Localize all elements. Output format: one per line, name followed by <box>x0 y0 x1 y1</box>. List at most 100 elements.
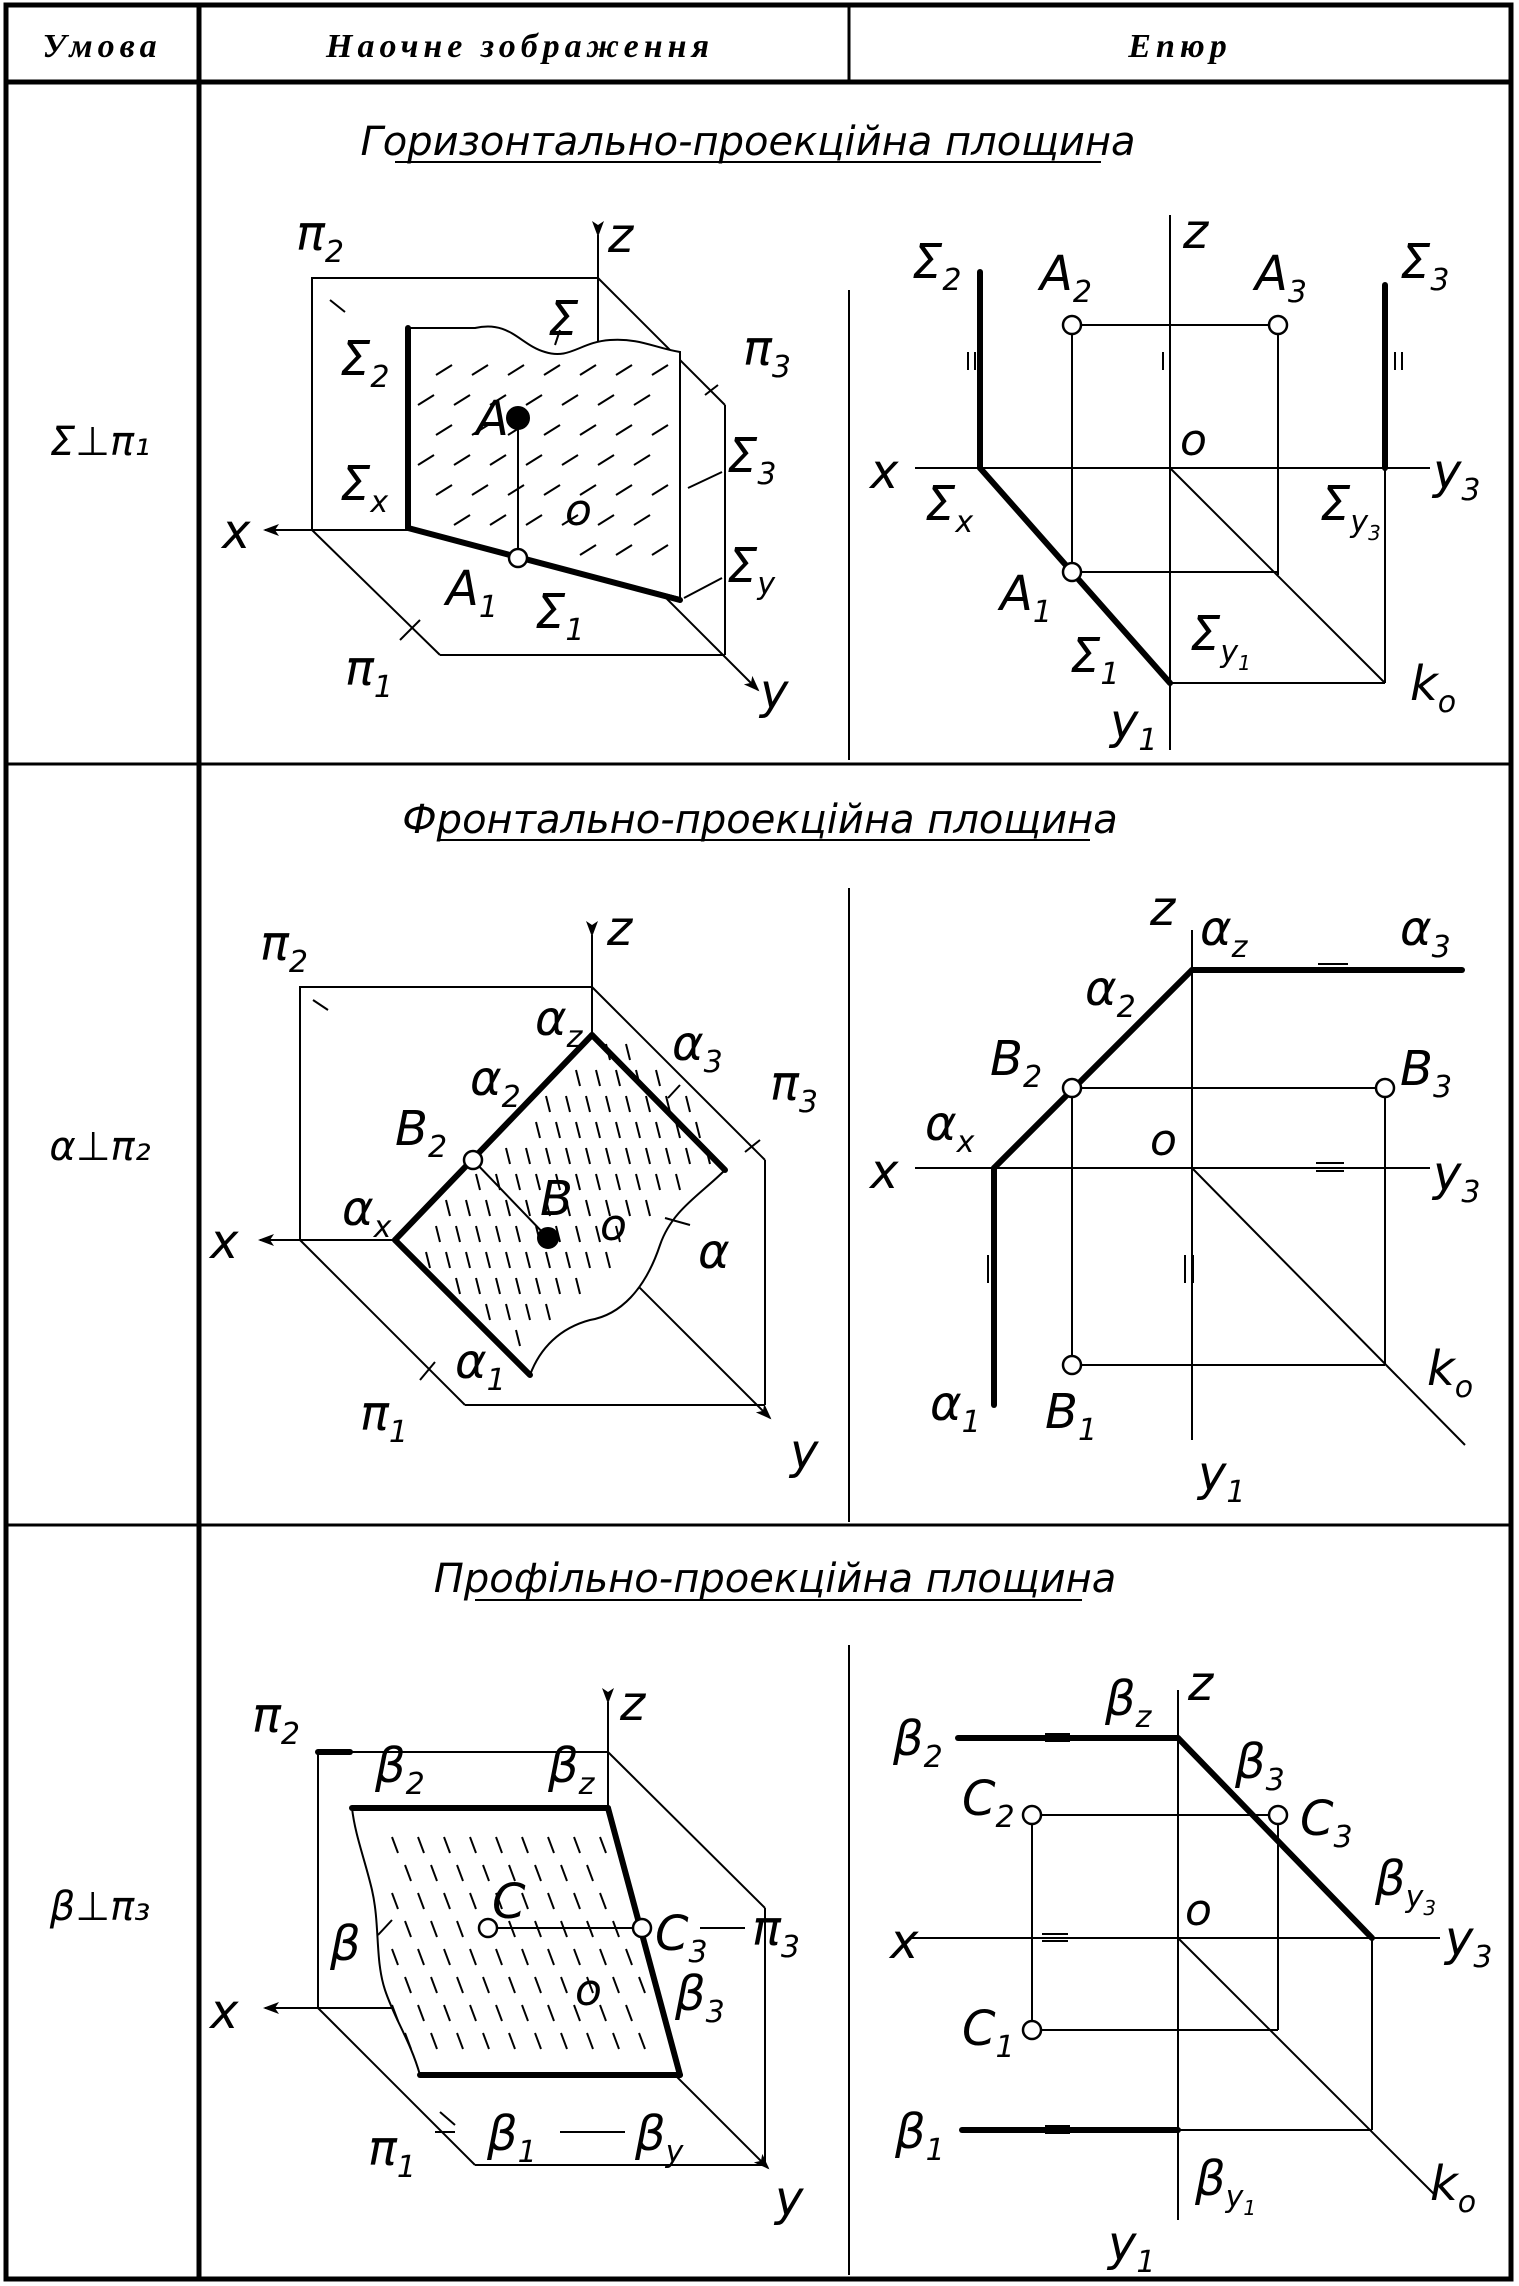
row1-title: Горизонтально-проекційна площина <box>360 119 1135 165</box>
hatch-stroke <box>521 1948 529 1966</box>
hatch-stroke <box>489 454 507 466</box>
label-sigmay: Σy <box>727 538 776 602</box>
hatch-stroke <box>625 1199 631 1217</box>
hatch-stroke <box>561 454 579 466</box>
hatch-stroke <box>391 1948 399 1966</box>
row2-condition: α⊥π₂ <box>49 1124 150 1170</box>
hatch-stroke <box>495 1892 503 1910</box>
hatch-stroke <box>495 2004 503 2022</box>
row3-title: Профільно-проекційна площина <box>434 1556 1116 1602</box>
label-y: y <box>773 2171 804 2227</box>
epure-C3: C3 <box>1300 1791 1353 1855</box>
epure-z: z <box>1187 1656 1215 1712</box>
hatch-stroke <box>430 2032 438 2050</box>
epure-b3: β3 <box>1234 1734 1285 1798</box>
hatch-stroke <box>417 454 435 466</box>
hatch-stroke <box>685 1147 691 1165</box>
hatch-stroke <box>575 1277 581 1295</box>
hatch-stroke <box>599 2004 607 2022</box>
row1-hatching <box>417 364 669 556</box>
hatch-stroke <box>645 1199 651 1217</box>
hatch-stroke <box>485 1199 491 1217</box>
hatch-stroke <box>543 484 561 496</box>
label-sigma: Σ <box>548 291 579 347</box>
label-o: o <box>565 485 592 536</box>
epure-a2: α2 <box>1085 961 1136 1025</box>
label-y: y <box>758 664 789 720</box>
hatch-stroke <box>495 1225 501 1243</box>
hatch-stroke <box>521 1892 529 1910</box>
hatch-stroke <box>475 1173 481 1191</box>
hatch-stroke <box>615 484 633 496</box>
hatch-stroke <box>655 1069 661 1087</box>
hatch-stroke <box>515 1173 521 1191</box>
hatch-stroke <box>547 1948 555 1966</box>
hatch-stroke <box>638 1976 646 1994</box>
hatch-stroke <box>515 1277 521 1295</box>
hatch-stroke <box>560 2032 568 2050</box>
label-pi2: π2 <box>252 1688 300 1752</box>
hatch-stroke <box>435 484 453 496</box>
hatch-stroke <box>505 1251 511 1269</box>
epure-a3: α3 <box>1400 901 1451 965</box>
label-a3: α3 <box>672 1016 723 1080</box>
hatch-stroke <box>615 1121 621 1139</box>
label-b1: β1 <box>486 2106 537 2170</box>
epure-s1: Σ1 <box>1070 628 1119 692</box>
hatch-stroke <box>508 2032 516 2050</box>
hatch-stroke <box>469 2004 477 2022</box>
hatch-stroke <box>534 1976 542 1994</box>
label-sigma3: Σ3 <box>727 428 776 492</box>
hatch-stroke <box>525 454 543 466</box>
hatch-stroke <box>465 1199 471 1217</box>
hatch-stroke <box>525 394 543 406</box>
hatch-stroke <box>525 1303 531 1321</box>
epure-sy3: Σy3 <box>1320 476 1381 545</box>
hatch-stroke <box>525 1251 531 1269</box>
row3-visual: z x y o π2 π1 π3 β2 βz β C C3 β3 β1 βy <box>208 1676 804 2227</box>
hatch-stroke <box>534 2032 542 2050</box>
label-pi2: π2 <box>296 206 344 270</box>
epure-b2: β2 <box>892 1711 943 1775</box>
label-pi3: π3 <box>770 1056 818 1120</box>
hatch-stroke <box>435 1225 441 1243</box>
epure-o: o <box>1185 1885 1212 1936</box>
hatch-stroke <box>547 1836 555 1854</box>
hatch-stroke <box>651 364 669 376</box>
point-A3 <box>1267 314 1289 336</box>
hatch-stroke <box>417 2004 425 2022</box>
epure-A2: A2 <box>1037 246 1092 310</box>
epure-k0: ko <box>1410 656 1456 720</box>
hatch-stroke <box>469 1892 477 1910</box>
point-B2-epure <box>1061 1077 1083 1099</box>
epure-sx: Σx <box>925 476 973 540</box>
point-C1 <box>1021 2019 1043 2041</box>
hatch-stroke <box>469 1948 477 1966</box>
row2-title: Фронтально-проекційна площина <box>402 797 1118 843</box>
row3-epure: z x o y3 y1 ko β2 βz β3 C2 C3 βy3 C1 β1 … <box>888 1656 1493 2280</box>
point-A1-epure <box>1061 561 1083 583</box>
hatch-stroke <box>565 1199 571 1217</box>
hatch-stroke <box>443 1892 451 1910</box>
row-profile-projecting: β⊥π₃ Профільно-проекційна площина <box>49 1556 1493 2280</box>
hatch-stroke <box>597 454 615 466</box>
hatch-stroke <box>560 1976 568 1994</box>
hatch-stroke <box>489 394 507 406</box>
hatch-stroke <box>404 2032 412 2050</box>
hatch-stroke <box>515 1329 521 1347</box>
hatch-stroke <box>575 1225 581 1243</box>
label-sigma1: Σ1 <box>535 584 584 648</box>
label-C3: C3 <box>655 1906 708 1970</box>
hatch-stroke <box>651 484 669 496</box>
epure-A1: A1 <box>997 566 1052 630</box>
hatch-stroke <box>471 364 489 376</box>
hatch-stroke <box>605 1147 611 1165</box>
label-pi3: π3 <box>743 321 791 385</box>
hatch-stroke <box>495 1836 503 1854</box>
hatch-stroke <box>535 1173 541 1191</box>
hatch-stroke <box>615 424 633 436</box>
epure-k0: ko <box>1430 2156 1476 2220</box>
hatch-stroke <box>615 1225 621 1243</box>
hatch-stroke <box>455 1225 461 1243</box>
hatch-stroke <box>561 394 579 406</box>
